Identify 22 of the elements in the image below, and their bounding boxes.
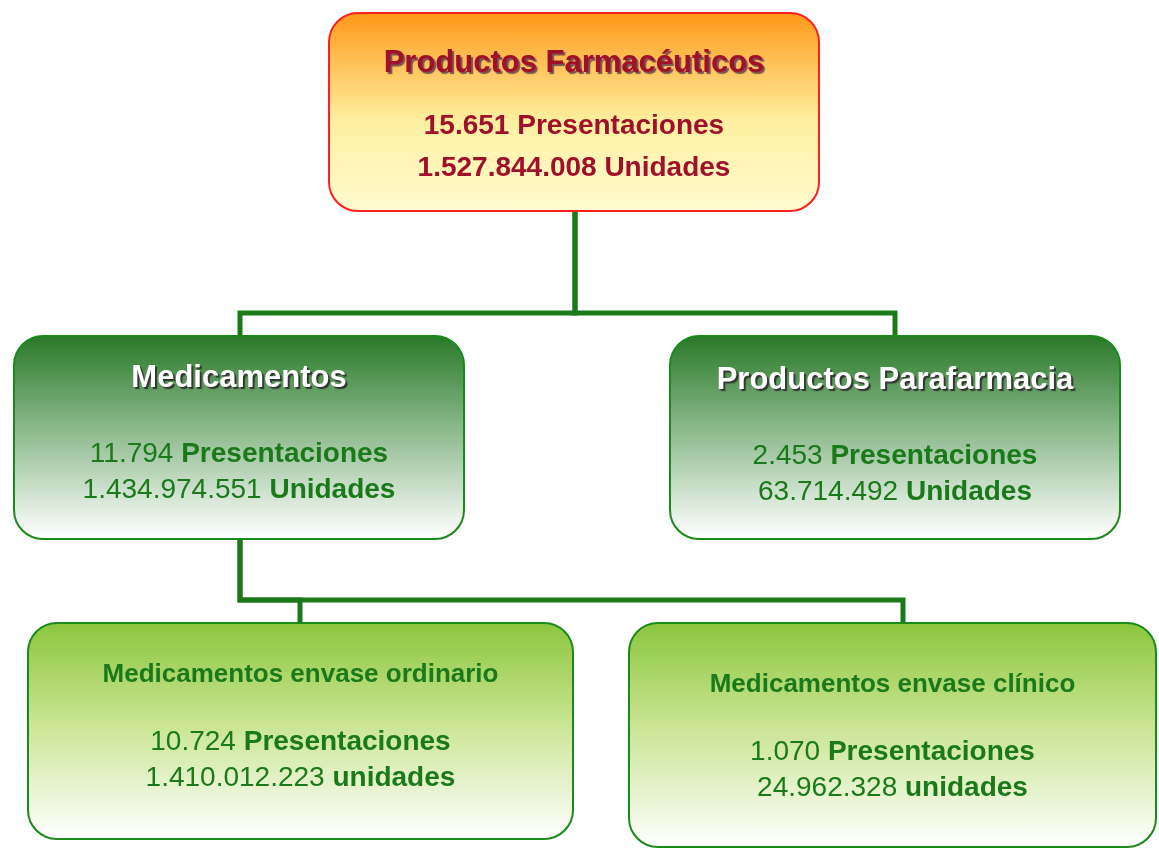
box-title: Productos Farmacéuticos [383, 44, 765, 80]
box-title: Medicamentos [131, 359, 347, 395]
connector-line [572, 212, 898, 335]
count-text: 1.527.844.008 Unidades [417, 150, 731, 184]
root-box [328, 12, 820, 212]
count-text: 15.651 Presentaciones [423, 108, 725, 142]
count-text: 2.453 Presentaciones [752, 438, 1038, 472]
count-text: 63.714.492 Unidades [758, 474, 1032, 509]
count-text: 24.962.328 unidades [757, 770, 1028, 805]
category-box [27, 622, 574, 840]
count-text: 10.724 Presentaciones [150, 724, 451, 758]
box-title: Medicamentos envase clínico [709, 668, 1076, 699]
category-box [628, 622, 1157, 848]
count-text: 1.410.012.223 unidades [145, 760, 456, 795]
box-title: Productos Parafarmacia [716, 361, 1074, 397]
count-text: 1.070 Presentaciones [750, 734, 1035, 768]
category-box [13, 335, 465, 540]
connector-line [237, 540, 906, 622]
count-text: 1.434.974.551 Unidades [82, 472, 396, 507]
box-title: Medicamentos envase ordinario [102, 658, 499, 689]
category-box [669, 335, 1121, 540]
count-text: 11.794 Presentaciones [89, 436, 389, 470]
